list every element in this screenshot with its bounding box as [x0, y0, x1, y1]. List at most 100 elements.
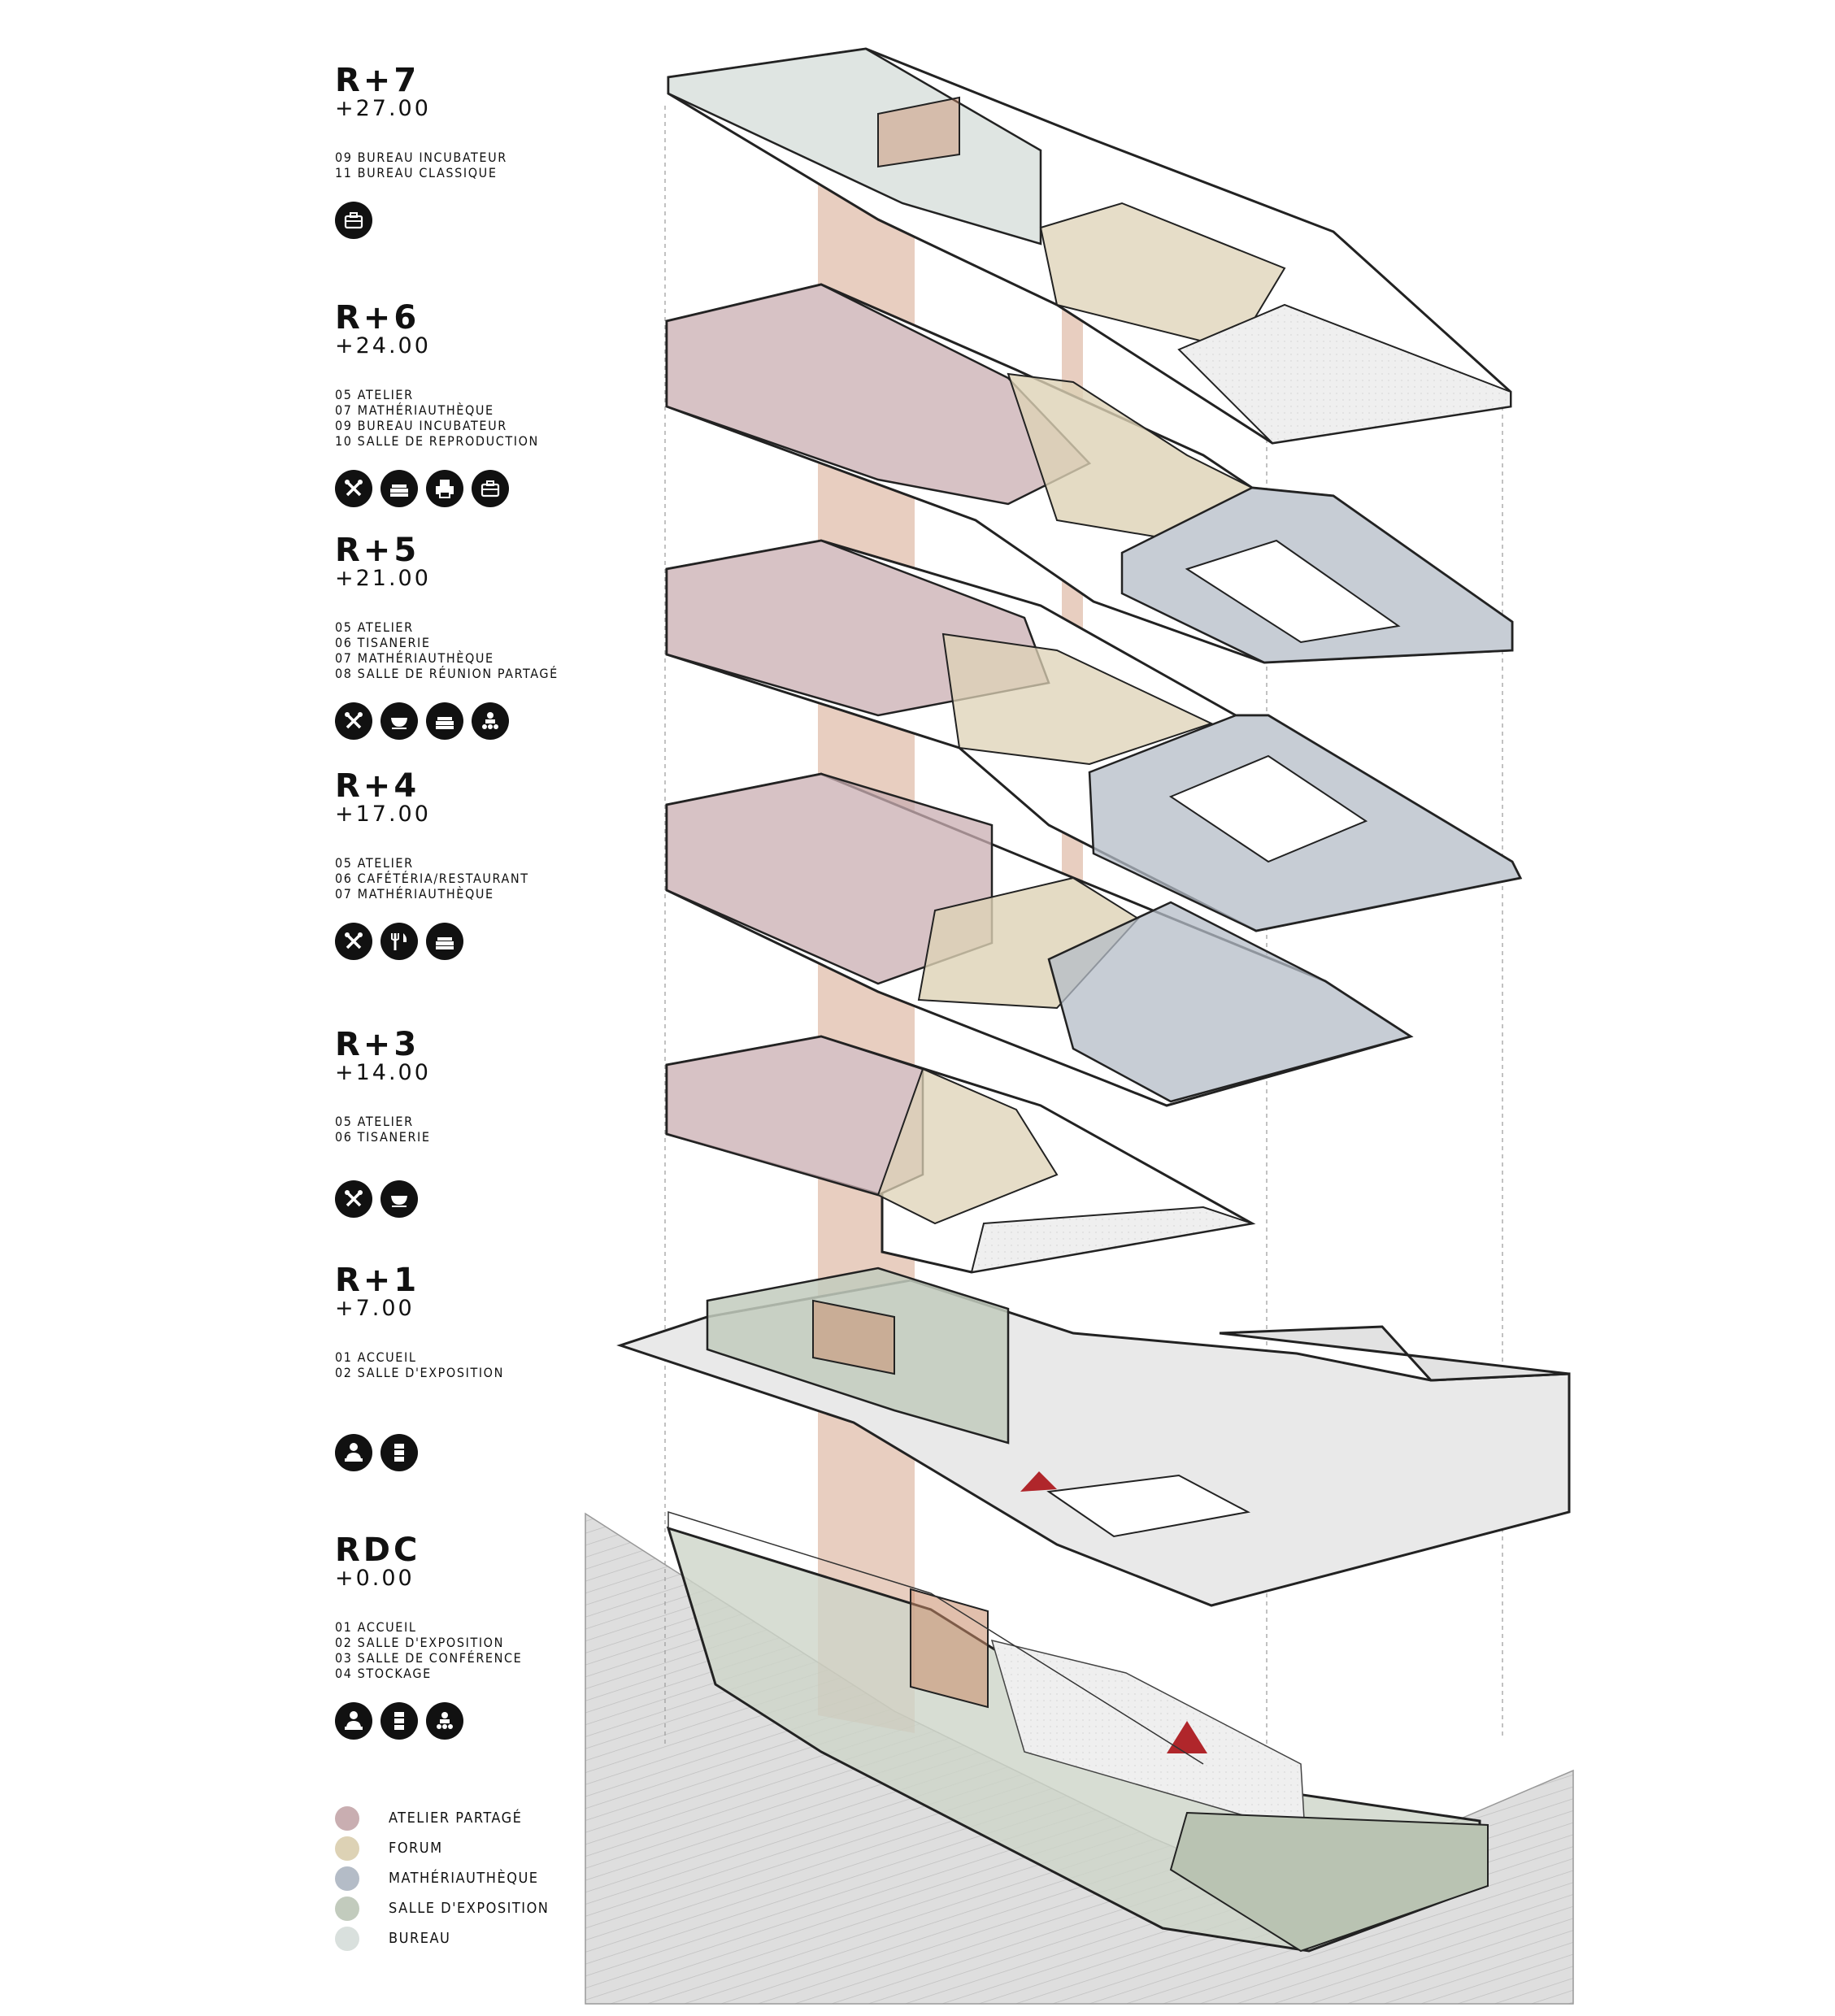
program-icons [335, 202, 603, 239]
legend-label: FORUM [389, 1840, 443, 1857]
legend-item-atelier: ATELIER PARTAGÉ [335, 1803, 549, 1833]
legend-label: MATHÉRIAUTHÈQUE [389, 1870, 539, 1887]
program-item: 05 ATELIER [335, 619, 414, 635]
legend-swatch [335, 1836, 359, 1861]
level-r7: R+7 +27.00 09 BUREAU INCUBATEUR 11 BUREA… [335, 62, 603, 239]
legend-swatch [335, 1805, 359, 1831]
entrance-marker [1167, 1721, 1207, 1753]
cup-icon [380, 1180, 418, 1218]
level-elevation: +7.00 [335, 1296, 415, 1321]
program-list: 01 ACCUEIL 02 SALLE D'EXPOSITION [335, 1349, 603, 1380]
program-item: 06 TISANERIE [335, 635, 431, 650]
program-item: 04 STOCKAGE [335, 1666, 432, 1681]
program-item: 05 ATELIER [335, 1114, 414, 1129]
cup-icon [380, 702, 418, 740]
program-icons [335, 1434, 603, 1471]
program-item: 02 SALLE D'EXPOSITION [335, 1635, 504, 1650]
program-item: 07 MATHÉRIAUTHÈQUE [335, 402, 494, 418]
program-item: 11 BUREAU CLASSIQUE [335, 165, 498, 180]
level-elevation: +14.00 [335, 1060, 431, 1085]
legend-item-forum: FORUM [335, 1833, 549, 1863]
level-elevation: +0.00 [335, 1566, 415, 1591]
level-elevation: +24.00 [335, 333, 431, 358]
level-elevation: +17.00 [335, 802, 431, 827]
program-item: 06 CAFÉTÉRIA/RESTAURANT [335, 871, 529, 886]
legend-item-materiautheque: MATHÉRIAUTHÈQUE [335, 1863, 549, 1893]
program-item: 07 MATHÉRIAUTHÈQUE [335, 650, 494, 666]
program-icons [335, 1180, 603, 1218]
level-code: R+3 [335, 1026, 420, 1063]
briefcase-icon [335, 202, 372, 239]
floor-r1 [616, 1267, 1571, 1607]
level-elevation: +27.00 [335, 96, 431, 121]
floor-r3 [665, 1035, 1256, 1274]
floor-r6 [665, 283, 1514, 664]
tools-icon [335, 470, 372, 507]
floor-r7 [667, 47, 1512, 445]
program-item: 05 ATELIER [335, 387, 414, 402]
program-icons [335, 470, 603, 507]
program-item: 05 ATELIER [335, 855, 414, 871]
legend-label: SALLE D'EXPOSITION [389, 1900, 550, 1917]
legend-item-bureau: BUREAU [335, 1923, 549, 1953]
legend-label: BUREAU [389, 1930, 451, 1947]
tools-icon [335, 923, 372, 960]
entrance-marker [1020, 1471, 1057, 1492]
level-r6: R+6 +24.00 05 ATELIER 07 MATHÉRIAUTHÈQUE… [335, 302, 603, 507]
color-legend: ATELIER PARTAGÉ FORUM MATHÉRIAUTHÈQUE SA… [335, 1803, 549, 1953]
legend-swatch [335, 1926, 359, 1951]
floor-r4 [665, 772, 1414, 1107]
exhibition-icon [380, 1434, 418, 1471]
books-icon [426, 702, 463, 740]
program-item: 09 BUREAU INCUBATEUR [335, 150, 507, 165]
level-rdc: RDC +0.00 01 ACCUEIL 02 SALLE D'EXPOSITI… [335, 1532, 603, 1740]
program-list: 05 ATELIER 06 CAFÉTÉRIA/RESTAURANT 07 MA… [335, 855, 603, 902]
level-code: R+6 [335, 299, 420, 337]
floor-rdc [666, 1510, 1489, 1953]
program-item: 10 SALLE DE REPRODUCTION [335, 433, 539, 449]
program-icons [335, 1702, 603, 1740]
reception-icon [335, 1434, 372, 1471]
level-code: R+1 [335, 1262, 420, 1299]
program-icons [335, 923, 603, 960]
books-icon [426, 923, 463, 960]
tools-icon [335, 702, 372, 740]
legend-swatch [335, 1866, 359, 1891]
printer-icon [426, 470, 463, 507]
program-icons [335, 702, 603, 740]
exhibition-icon [380, 1702, 418, 1740]
level-code: RDC [335, 1532, 421, 1569]
cutlery-icon [380, 923, 418, 960]
program-list: 05 ATELIER 07 MATHÉRIAUTHÈQUE 09 BUREAU … [335, 387, 603, 449]
level-r3: R+3 +14.00 05 ATELIER 06 TISANERIE [335, 1026, 603, 1218]
legend-label: ATELIER PARTAGÉ [389, 1810, 523, 1827]
level-code: R+7 [335, 62, 420, 99]
program-item: 01 ACCUEIL [335, 1619, 417, 1635]
program-item: 06 TISANERIE [335, 1129, 431, 1145]
program-item: 03 SALLE DE CONFÉRENCE [335, 1650, 523, 1666]
program-item: 09 BUREAU INCUBATEUR [335, 418, 507, 433]
level-code: R+4 [335, 767, 420, 805]
program-list: 05 ATELIER 06 TISANERIE [335, 1114, 603, 1145]
level-r4: R+4 +17.00 05 ATELIER 06 CAFÉTÉRIA/RESTA… [335, 767, 603, 960]
program-list: 05 ATELIER 06 TISANERIE 07 MATHÉRIAUTHÈQ… [335, 619, 603, 681]
program-list: 01 ACCUEIL 02 SALLE D'EXPOSITION 03 SALL… [335, 1619, 603, 1681]
briefcase-icon [472, 470, 509, 507]
level-elevation: +21.00 [335, 566, 431, 591]
books-icon [380, 470, 418, 507]
meeting-icon [426, 1702, 463, 1740]
program-item: 01 ACCUEIL [335, 1349, 417, 1365]
legend-swatch [335, 1896, 359, 1921]
level-r1: R+1 +7.00 01 ACCUEIL 02 SALLE D'EXPOSITI… [335, 1262, 603, 1471]
program-list: 09 BUREAU INCUBATEUR 11 BUREAU CLASSIQUE [335, 150, 603, 180]
program-item: 08 SALLE DE RÉUNION PARTAGÉ [335, 666, 559, 681]
level-code: R+5 [335, 532, 420, 569]
reception-icon [335, 1702, 372, 1740]
program-item: 02 SALLE D'EXPOSITION [335, 1365, 504, 1380]
level-r5: R+5 +21.00 05 ATELIER 06 TISANERIE 07 MA… [335, 532, 603, 740]
program-item: 07 MATHÉRIAUTHÈQUE [335, 886, 494, 902]
floor-r5 [665, 539, 1523, 932]
meeting-icon [472, 702, 509, 740]
tools-icon [335, 1180, 372, 1218]
